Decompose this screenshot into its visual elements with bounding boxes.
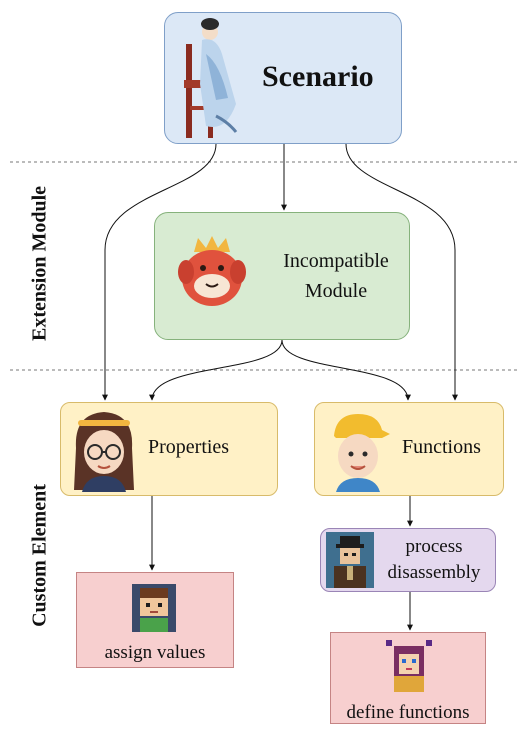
red-monster-icon [178,236,246,306]
pixel-girl-icon [386,640,432,692]
girl-with-glasses-avatar-icon [74,412,134,492]
process-disassembly-label-line1: process [405,536,463,557]
process-disassembly-label: process disassembly [374,534,494,586]
scenario-label: Scenario [262,60,374,93]
seated-lady-illustration-icon [184,18,238,138]
define-functions-label: define functions [346,702,470,723]
boy-with-cap-avatar-icon [334,414,390,492]
incompatible-module-label-line1: Incompatible [283,250,389,272]
pixel-boy-icon [132,584,176,632]
incompatible-module-label: Incompatible Module [266,246,406,306]
incompatible-module-label-line2: Module [304,280,368,302]
process-disassembly-label-line2: disassembly [387,562,481,583]
properties-label: Properties [148,436,230,458]
edge-scenario-functions [345,143,458,401]
edge-module-functions [281,339,411,401]
pixel-man-with-hat-icon [326,532,374,588]
functions-label: Functions [402,436,481,458]
section-label-extension: Extension Module [28,185,51,342]
edge-scenario-properties [102,143,217,401]
assign-values-label: assign values [104,642,206,663]
section-label-custom: Custom Element [28,484,51,627]
edge-module-properties [149,339,283,401]
